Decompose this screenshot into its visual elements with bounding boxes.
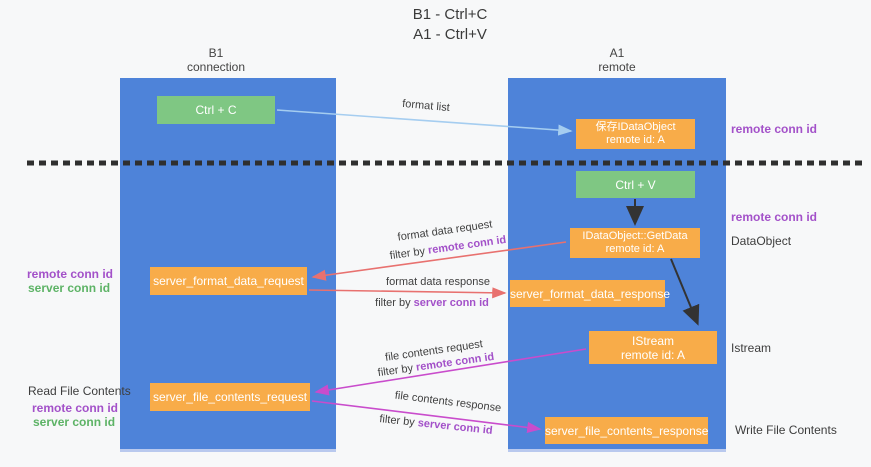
format-list-text: format list	[401, 97, 451, 115]
save-idataobject-line1: 保存IDataObject	[595, 121, 676, 133]
annotation-left-server-conn-id-1: server conn id	[28, 281, 111, 295]
filter-by-prefix: filter by	[389, 244, 429, 263]
annotation-istream: Istream	[731, 341, 772, 355]
server-format-data-response-box: server_format_data_response	[510, 280, 671, 307]
annotation-dataobject: DataObject	[731, 234, 792, 248]
istream-line1: IStream	[631, 333, 674, 348]
server-file-contents-response-label: server_file_contents_response	[545, 423, 709, 438]
server-conn-id-key: server conn id	[417, 417, 494, 437]
format-data-response-text: format data response	[386, 276, 490, 288]
title-line-2: A1 - Ctrl+V	[413, 26, 487, 43]
save-idataobject-line2: remote id: A	[606, 134, 665, 146]
annotation-read-file-contents: Read File Contents	[28, 384, 131, 398]
title-line-1: B1 - Ctrl+C	[412, 6, 488, 23]
server-file-contents-request-label: server_file_contents_request	[152, 390, 308, 404]
server-format-data-request-label: server_format_data_request	[153, 274, 304, 288]
server-format-data-response-label: server_format_data_response	[510, 286, 671, 301]
format-data-response-label: format data response	[386, 276, 490, 288]
format-data-response-filter-label: filter by server conn id	[375, 297, 489, 309]
diagram-title: B1 - Ctrl+C A1 - Ctrl+V	[330, 5, 570, 45]
istream-box: IStream remote id: A	[589, 331, 717, 364]
file-contents-response-label: file contents response	[394, 390, 502, 415]
file-contents-response-text: file contents response	[394, 389, 502, 415]
annotation-left-server-conn-id-2: server conn id	[33, 415, 116, 429]
istream-line2: remote id: A	[620, 347, 686, 362]
format-data-response-arrow	[308, 287, 507, 299]
ctrl-v-label: Ctrl + V	[615, 177, 656, 192]
annotation-remote-conn-id-mid: remote conn id	[731, 210, 818, 224]
annotation-remote-conn-id-top: remote conn id	[731, 122, 818, 136]
ctrl-c-label: Ctrl + C	[195, 103, 237, 117]
server-file-contents-request-box: server_file_contents_request	[150, 383, 310, 411]
idataobject-getdata-box: IDataObject::GetData remote id: A	[570, 228, 700, 258]
filter-by-prefix: filter by	[378, 413, 419, 430]
ctrl-c-box: Ctrl + C	[157, 96, 275, 124]
lane-b1-subtitle: connection	[186, 60, 246, 74]
file-contents-response-filter-label: filter by server conn id	[379, 413, 493, 437]
lane-a1-subtitle: remote	[598, 60, 636, 74]
idataobject-getdata-line1: IDataObject::GetData	[582, 230, 688, 242]
filter-by-prefix: filter by	[377, 361, 417, 380]
lane-b1-title: B1	[208, 46, 224, 60]
idataobject-getdata-line2: remote id: A	[605, 243, 665, 255]
format-list-label: format list	[402, 98, 451, 114]
annotation-write-file-contents: Write File Contents	[735, 423, 837, 437]
server-file-contents-response-box: server_file_contents_response	[545, 417, 708, 444]
server-conn-id-key: server conn id	[413, 297, 489, 309]
annotation-left-remote-conn-id-1: remote conn id	[27, 267, 114, 281]
lane-header-b1: B1 connection	[146, 46, 286, 74]
save-idataobject-box: 保存IDataObject remote id: A	[576, 119, 695, 149]
server-format-data-request-box: server_format_data_request	[150, 267, 307, 295]
filter-by-prefix: filter by	[375, 297, 414, 309]
lane-header-a1: A1 remote	[547, 46, 687, 74]
lane-a1-title: A1	[609, 46, 625, 60]
ctrl-v-box: Ctrl + V	[576, 171, 695, 198]
annotation-left-remote-conn-id-2: remote conn id	[32, 401, 119, 415]
